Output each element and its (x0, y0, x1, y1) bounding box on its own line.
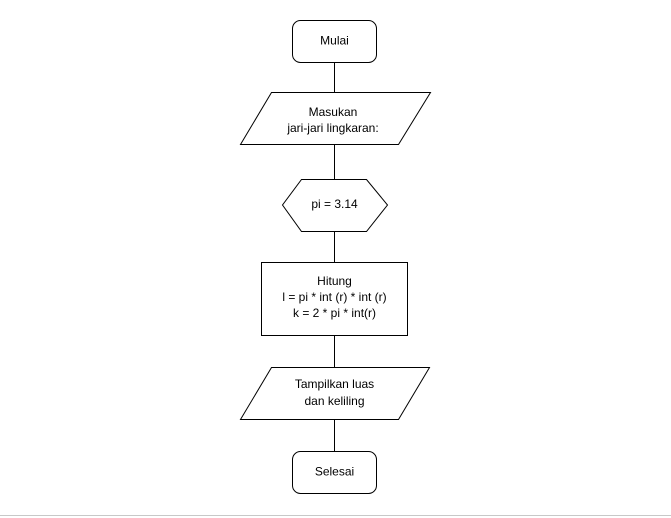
output-parallelogram: Tampilkan luas dan keliling (239, 367, 431, 420)
start-label: Mulai (320, 34, 349, 48)
input-label-line-1: Masukan (309, 105, 358, 119)
input-parallelogram: Masukan jari-jari lingkaran: (239, 92, 432, 145)
page-bottom-divider (0, 515, 671, 516)
end-label: Selesai (315, 465, 354, 479)
end-terminator: Selesai (292, 451, 377, 494)
output-label-line-1: Tampilkan luas (295, 377, 374, 391)
output-label-line-2: dan keliling (304, 394, 364, 408)
process-label-line-1: Hitung (317, 274, 352, 288)
preparation-label: pi = 3.14 (311, 197, 358, 211)
process-label-line-3: k = 2 * pi * int(r) (293, 306, 376, 320)
preparation-hexagon: pi = 3.14 (281, 179, 389, 232)
process-label-line-2: l = pi * int (r) * int (r) (282, 290, 386, 304)
process-rectangle: Hitung l = pi * int (r) * int (r) k = 2 … (261, 262, 408, 336)
start-terminator: Mulai (292, 20, 377, 63)
input-label-line-2: jari-jari lingkaran: (286, 121, 378, 135)
